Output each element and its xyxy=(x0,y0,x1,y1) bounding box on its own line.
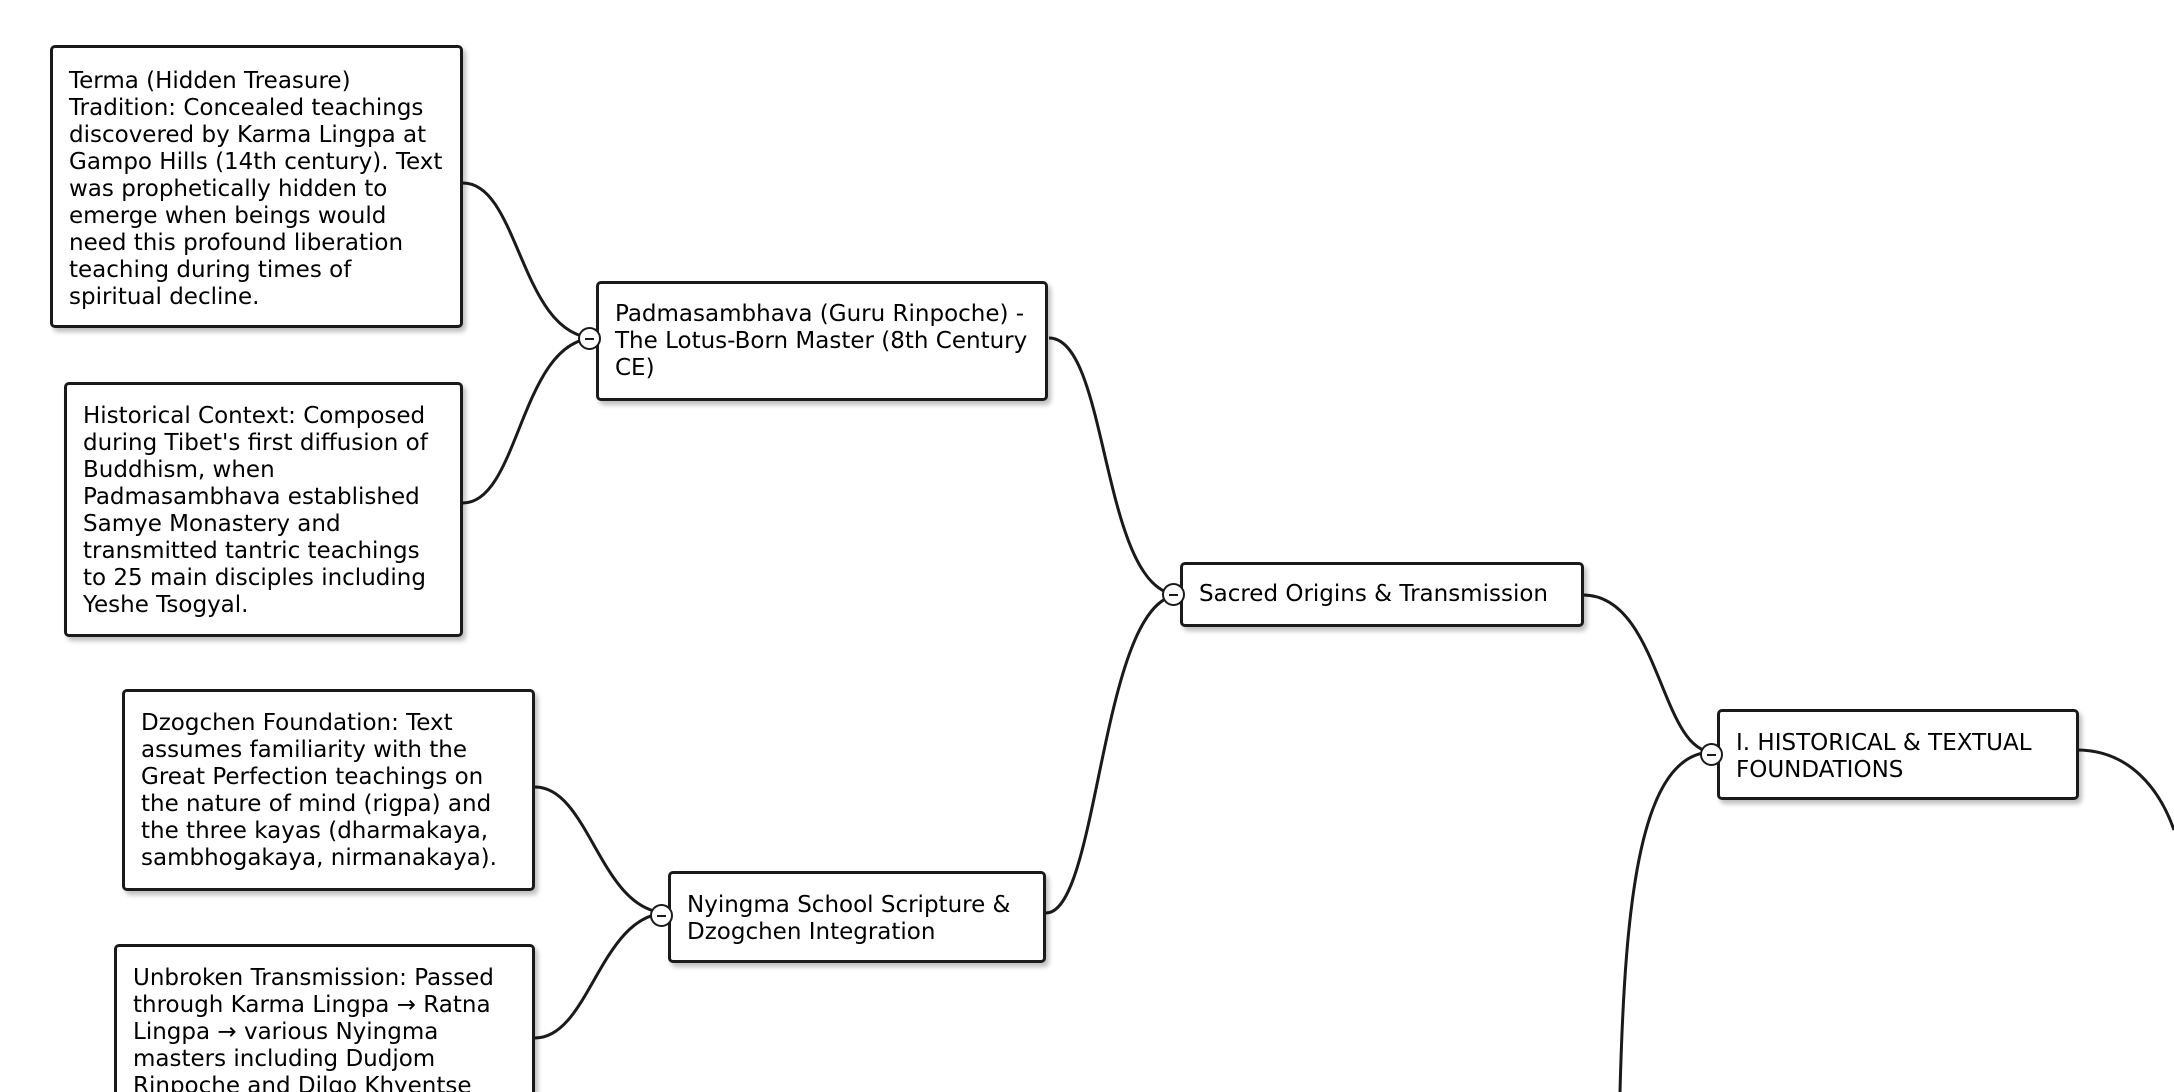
node-terma-tradition[interactable]: Terma (Hidden Treasure) Tradition: Conce… xyxy=(50,45,463,328)
node-sacred-origins[interactable]: Sacred Origins & Transmission xyxy=(1180,562,1584,627)
node-padmasambhava[interactable]: Padmasambhava (Guru Rinpoche) - The Lotu… xyxy=(596,281,1048,401)
node-label: Padmasambhava (Guru Rinpoche) - The Lotu… xyxy=(615,301,1028,381)
collapse-toggle-icon[interactable] xyxy=(1162,583,1185,606)
edge-historical-sacred xyxy=(1582,593,1714,754)
node-label: Terma (Hidden Treasure) Tradition: Conce… xyxy=(69,68,443,310)
node-unbroken-transmission[interactable]: Unbroken Transmission: Passed through Ka… xyxy=(114,944,535,1092)
edge-sacred-padmasambhava xyxy=(1048,336,1181,597)
collapse-toggle-icon[interactable] xyxy=(650,904,673,927)
edge-nyingma-dzogchen xyxy=(534,785,669,915)
node-label: I. HISTORICAL & TEXTUAL FOUNDATIONS xyxy=(1736,730,2032,783)
edge-sacred-nyingma xyxy=(1045,593,1181,915)
edge-historical-right xyxy=(2076,748,2174,831)
edge-padmasambhava-context xyxy=(462,336,597,505)
collapse-toggle-icon[interactable] xyxy=(1700,743,1723,766)
node-label: Dzogchen Foundation: Text assumes famili… xyxy=(141,710,497,871)
node-historical-foundations[interactable]: I. HISTORICAL & TEXTUAL FOUNDATIONS xyxy=(1717,709,2079,800)
collapse-toggle-icon[interactable] xyxy=(578,327,601,350)
node-label: Historical Context: Composed during Tibe… xyxy=(83,403,428,618)
edge-padmasambhava-terma xyxy=(462,181,597,340)
node-dzogchen-foundation[interactable]: Dzogchen Foundation: Text assumes famili… xyxy=(122,689,535,891)
edge-historical-lower xyxy=(1618,750,1714,1092)
node-label: Unbroken Transmission: Passed through Ka… xyxy=(133,965,494,1092)
node-label: Sacred Origins & Transmission xyxy=(1199,581,1548,607)
node-label: Nyingma School Scripture & Dzogchen Inte… xyxy=(687,892,1011,945)
node-historical-context[interactable]: Historical Context: Composed during Tibe… xyxy=(64,382,463,637)
node-nyingma-school[interactable]: Nyingma School Scripture & Dzogchen Inte… xyxy=(668,871,1046,963)
edge-nyingma-transmission xyxy=(534,911,669,1040)
